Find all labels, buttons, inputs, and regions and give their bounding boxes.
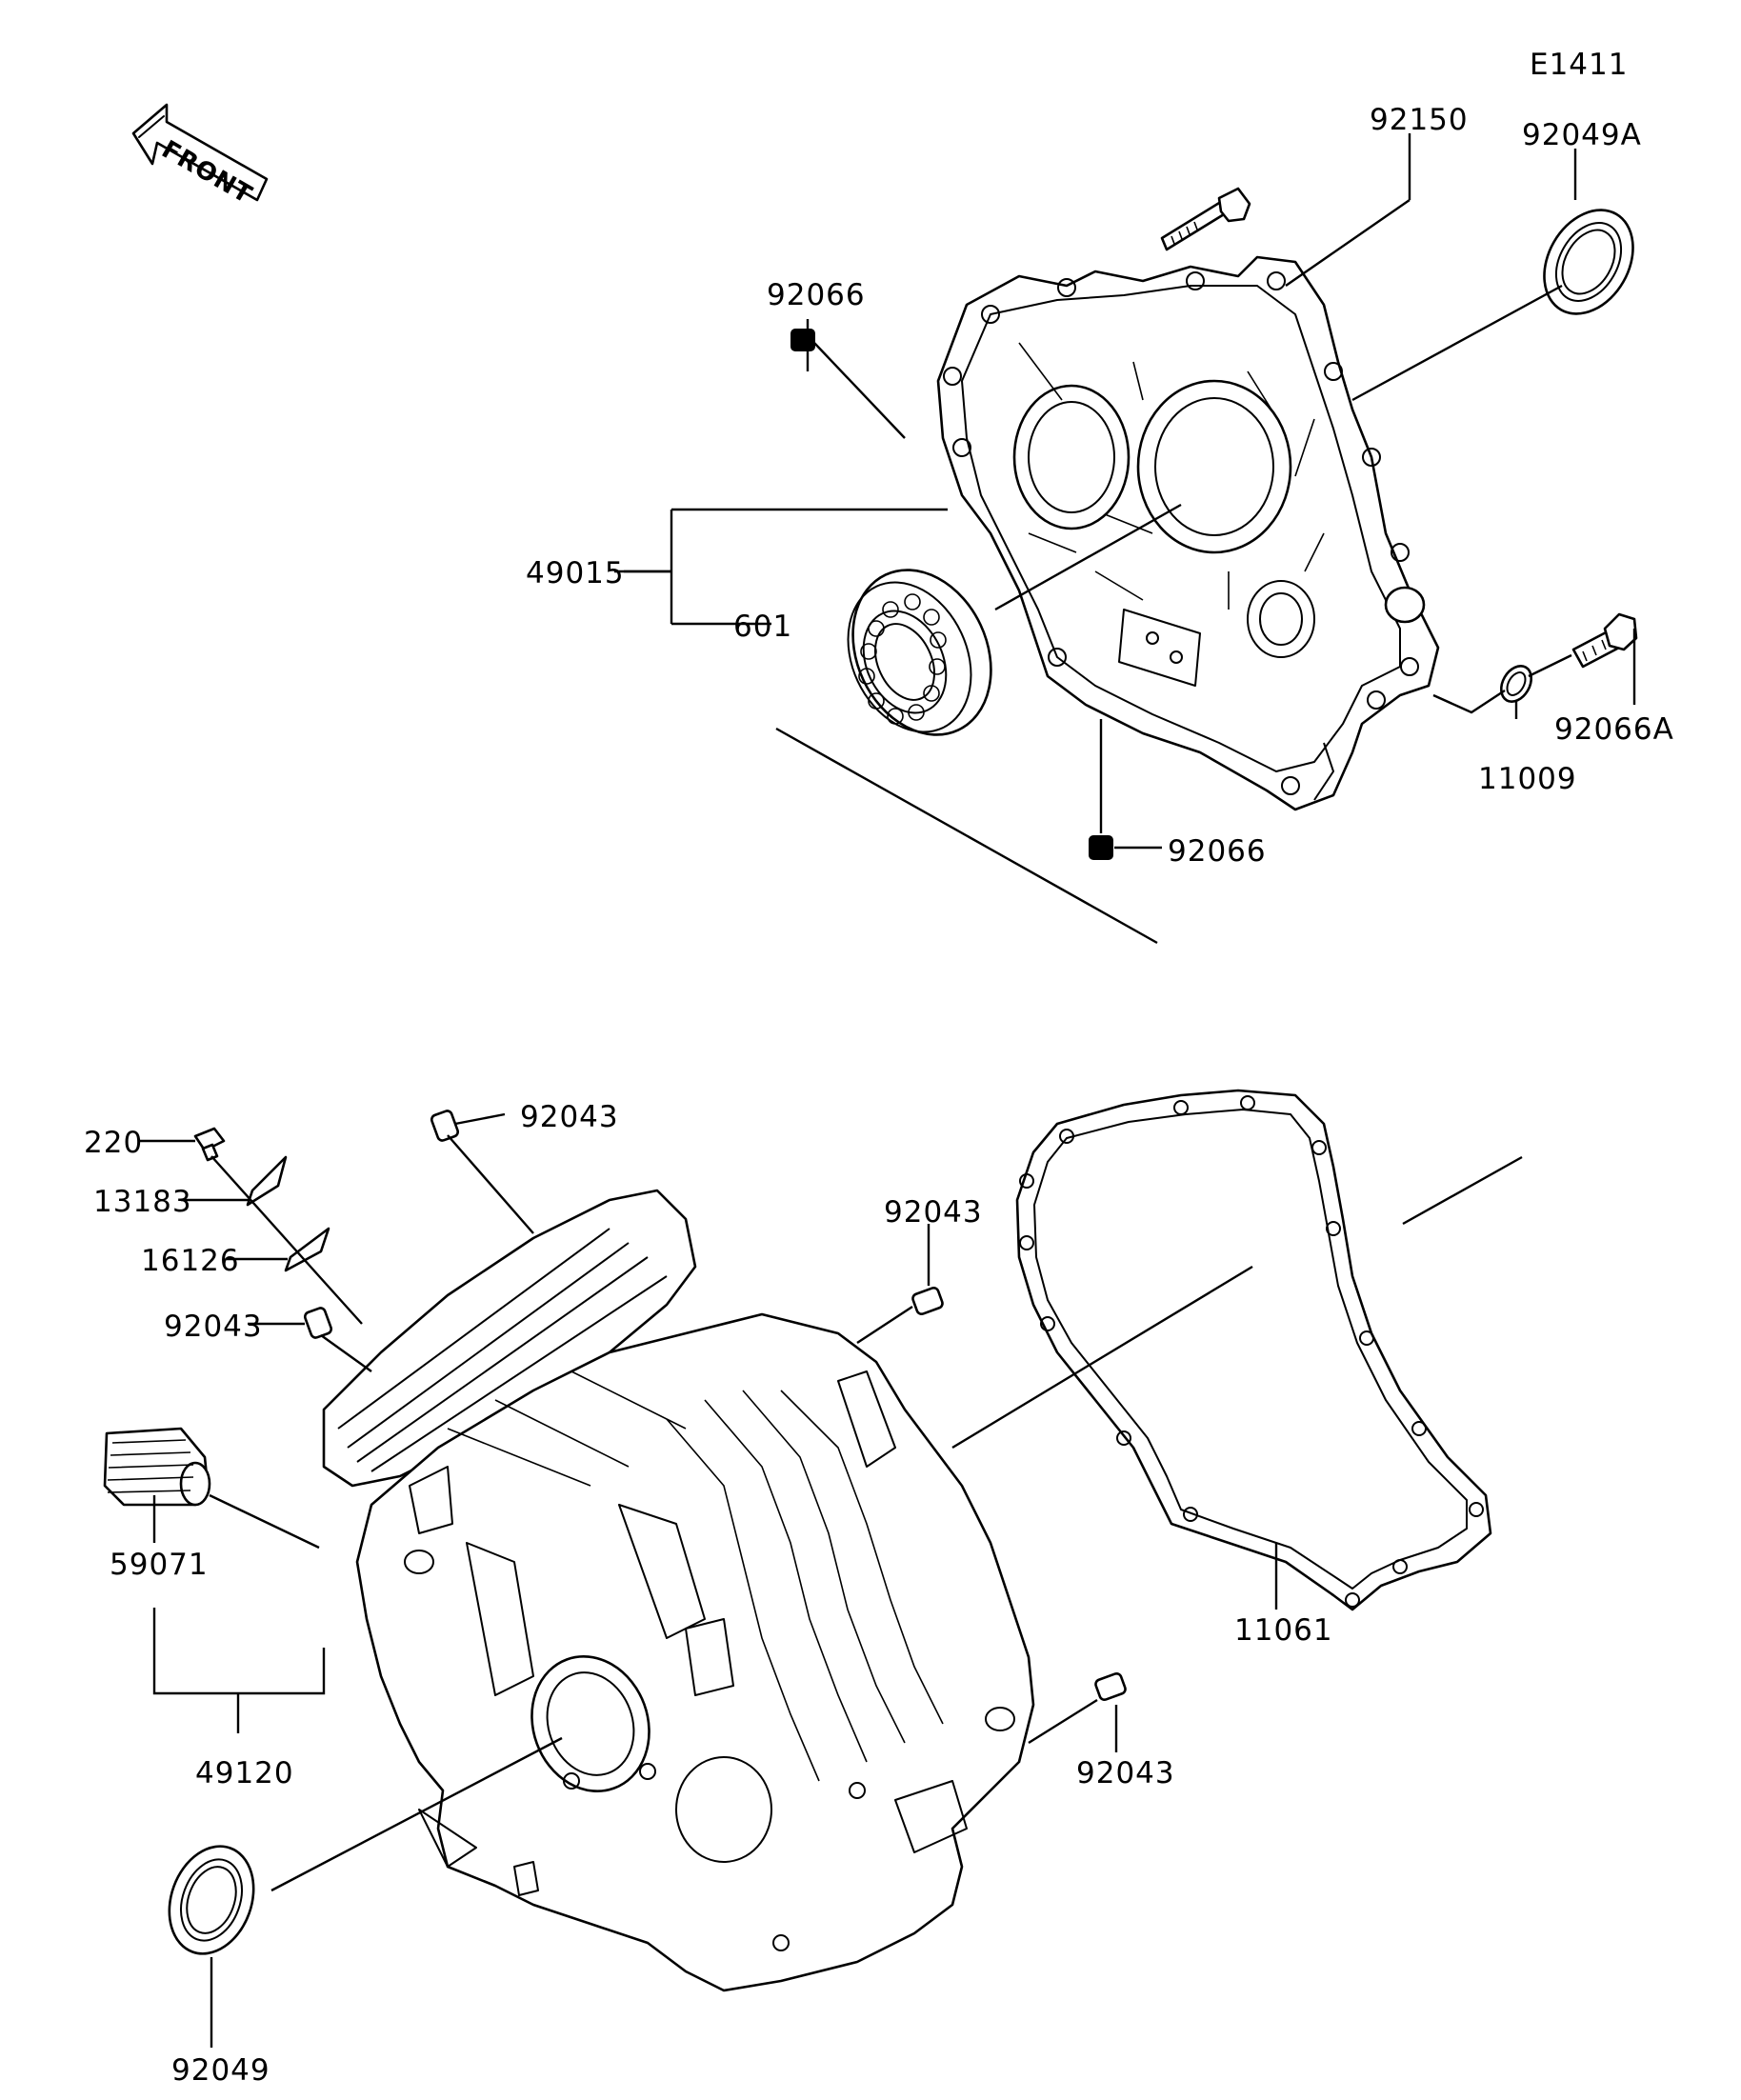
label-92043-lower-right: 92043 <box>1076 1756 1175 1790</box>
screw-drawing <box>193 1127 226 1162</box>
oil-seal-a-drawing <box>1543 209 1634 315</box>
dowel-bottom-drawing <box>1089 835 1113 860</box>
label-59071: 59071 <box>110 1548 209 1582</box>
label-13183: 13183 <box>93 1185 192 1219</box>
front-arrow-icon: FRONT <box>131 103 269 210</box>
drain-plug-drawing <box>1571 612 1638 669</box>
label-11009: 11009 <box>1478 762 1577 796</box>
label-49120: 49120 <box>195 1756 294 1790</box>
bolt-drawing <box>1160 187 1251 251</box>
oil-seal-drawing <box>168 1845 255 1955</box>
plate-drawing <box>246 1155 288 1207</box>
label-92049a: 92049A <box>1522 118 1642 152</box>
pin-upper-drawing <box>430 1110 460 1142</box>
label-92150: 92150 <box>1370 103 1469 137</box>
label-92043-upper: 92043 <box>520 1100 619 1134</box>
breather-drawing <box>103 1427 211 1507</box>
pin-lower-right-drawing <box>1094 1671 1127 1702</box>
label-601: 601 <box>733 610 792 644</box>
leader-lines-lower <box>138 1112 1523 2048</box>
label-92066a: 92066A <box>1554 712 1674 747</box>
label-92066-top: 92066 <box>767 278 866 312</box>
label-92049: 92049 <box>171 2053 270 2088</box>
dowel-top-drawing <box>790 329 815 351</box>
label-11061: 11061 <box>1234 1613 1333 1648</box>
label-92043-right: 92043 <box>884 1195 983 1230</box>
figure-id: E1411 <box>1530 48 1628 82</box>
leader-lines-upper <box>614 133 1636 945</box>
crankcase-cover-drawing <box>936 255 1440 811</box>
label-92066-bottom: 92066 <box>1168 834 1267 869</box>
label-16126: 16126 <box>141 1244 240 1278</box>
label-92043-left: 92043 <box>164 1310 263 1344</box>
pin-right-drawing <box>911 1286 944 1316</box>
label-220: 220 <box>84 1126 143 1160</box>
washer-drawing <box>1499 665 1533 703</box>
pin-left-drawing <box>303 1307 333 1339</box>
label-49015: 49015 <box>526 556 625 590</box>
crankcase-drawing <box>322 1189 1035 1992</box>
bearing-drawing <box>847 569 992 736</box>
gasket-drawing <box>1015 1089 1492 1611</box>
gasket-plate-drawing <box>284 1227 330 1272</box>
